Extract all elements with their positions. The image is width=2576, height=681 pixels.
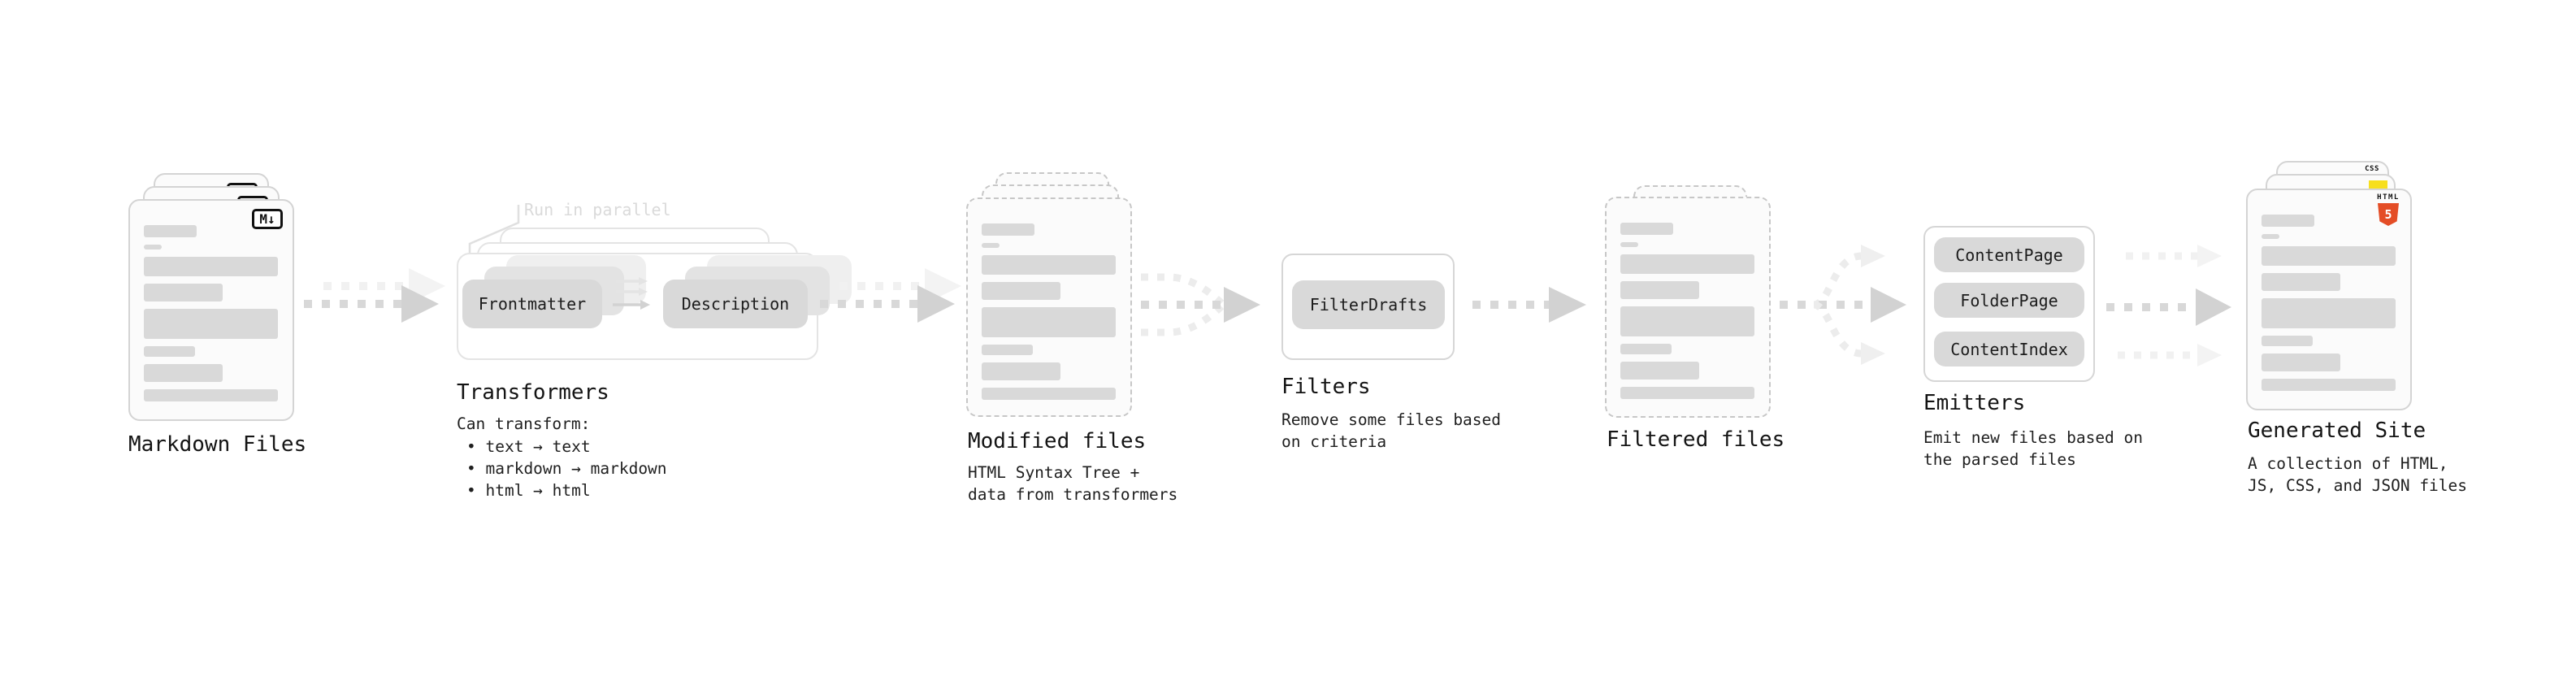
markdown-icon-label: M↓	[259, 211, 275, 227]
placeholder-bar	[1620, 242, 1638, 247]
bullet-item: • html → html	[466, 481, 591, 500]
js-icon	[2369, 180, 2387, 189]
flow-arrow-icon	[1472, 287, 1586, 323]
bullet-item: • text → text	[466, 437, 591, 456]
file-card-front: M↓	[128, 199, 294, 421]
filters-desc: Remove some files based on criteria	[1281, 410, 1502, 451]
placeholder-bar	[2262, 354, 2340, 371]
placeholder-bar	[982, 255, 1116, 275]
annotation-leader-line	[468, 205, 520, 255]
filtered-files-label: Filtered files	[1607, 427, 1785, 452]
placeholder-bar	[2262, 273, 2340, 291]
parallel-arrows-icon	[613, 277, 650, 310]
placeholder-bar	[982, 388, 1116, 400]
placeholder-bar	[144, 245, 162, 249]
file-card-front: HTML 5	[2246, 189, 2412, 410]
flow-arrow-icon	[304, 268, 445, 323]
file-card-front	[966, 197, 1132, 417]
generated-site-desc: A collection of HTML, JS, CSS, and JSON …	[2248, 454, 2468, 495]
run-in-parallel-annotation: Run in parallel	[524, 200, 671, 219]
file-card-front	[1605, 197, 1771, 418]
placeholder-bar	[144, 346, 195, 357]
split-arrow-icon	[1780, 245, 1906, 365]
pill-contentindex: ContentIndex	[1934, 332, 2084, 367]
pill-filterdrafts: FilterDrafts	[1292, 280, 1445, 329]
placeholder-bar	[1620, 306, 1754, 336]
placeholder-bar	[2262, 379, 2396, 391]
flow-arrow-icon	[820, 268, 961, 323]
multi-arrow-icon	[2106, 245, 2231, 367]
markdown-files-label: Markdown Files	[128, 432, 307, 457]
placeholder-bar	[1620, 223, 1673, 235]
placeholder-bar	[2262, 336, 2313, 346]
pill-contentpage: ContentPage	[1934, 237, 2084, 272]
placeholder-bar	[144, 284, 223, 301]
generated-site-label: Generated Site	[2248, 419, 2426, 443]
placeholder-bar	[1620, 281, 1699, 299]
pill-frontmatter: Frontmatter	[462, 280, 602, 328]
modified-files-desc: HTML Syntax Tree + data from transformer…	[968, 463, 1178, 504]
placeholder-text-bars	[2262, 215, 2396, 391]
transformers-desc-heading: Can transform:	[457, 414, 591, 433]
placeholder-bar	[1620, 362, 1699, 380]
html5-icon-word: HTML	[2377, 193, 2400, 202]
placeholder-bar	[1620, 254, 1754, 274]
modified-files-label: Modified files	[968, 429, 1147, 453]
markdown-icon: M↓	[252, 209, 283, 229]
pill-description: Description	[663, 280, 808, 328]
html5-icon-numeral: 5	[2384, 207, 2392, 222]
placeholder-bar	[1620, 344, 1672, 354]
placeholder-bar	[2262, 234, 2279, 239]
placeholder-bar	[144, 309, 278, 339]
placeholder-bar	[1620, 387, 1754, 399]
placeholder-text-bars	[1620, 223, 1754, 399]
bullet-item: • markdown → markdown	[466, 459, 667, 478]
placeholder-bar	[2262, 298, 2396, 328]
placeholder-bar	[982, 307, 1116, 337]
pill-folderpage: FolderPage	[1934, 283, 2084, 318]
placeholder-bar	[982, 362, 1060, 380]
placeholder-bar	[982, 243, 1000, 248]
placeholder-bar	[2262, 215, 2314, 227]
css-icon-label: CSS	[2365, 165, 2379, 173]
emitters-label: Emitters	[1923, 391, 2026, 415]
transformers-bullet-list: • text → text • markdown → markdown • ht…	[466, 436, 667, 501]
placeholder-text-bars	[982, 223, 1116, 400]
filters-label: Filters	[1281, 375, 1371, 399]
placeholder-bar	[144, 389, 278, 401]
merge-arrow-icon	[1141, 273, 1260, 336]
placeholder-bar	[144, 225, 197, 237]
placeholder-bar	[2262, 246, 2396, 266]
html5-icon: HTML 5	[2377, 193, 2400, 226]
transformers-label: Transformers	[457, 380, 609, 405]
placeholder-bar	[982, 223, 1034, 236]
placeholder-text-bars	[144, 225, 278, 401]
emitters-desc: Emit new files based on the parsed files	[1923, 428, 2144, 469]
placeholder-bar	[144, 364, 223, 382]
placeholder-bar	[982, 282, 1060, 300]
html5-icon-shield: 5	[2378, 203, 2399, 226]
placeholder-bar	[982, 345, 1033, 355]
placeholder-bar	[144, 257, 278, 276]
